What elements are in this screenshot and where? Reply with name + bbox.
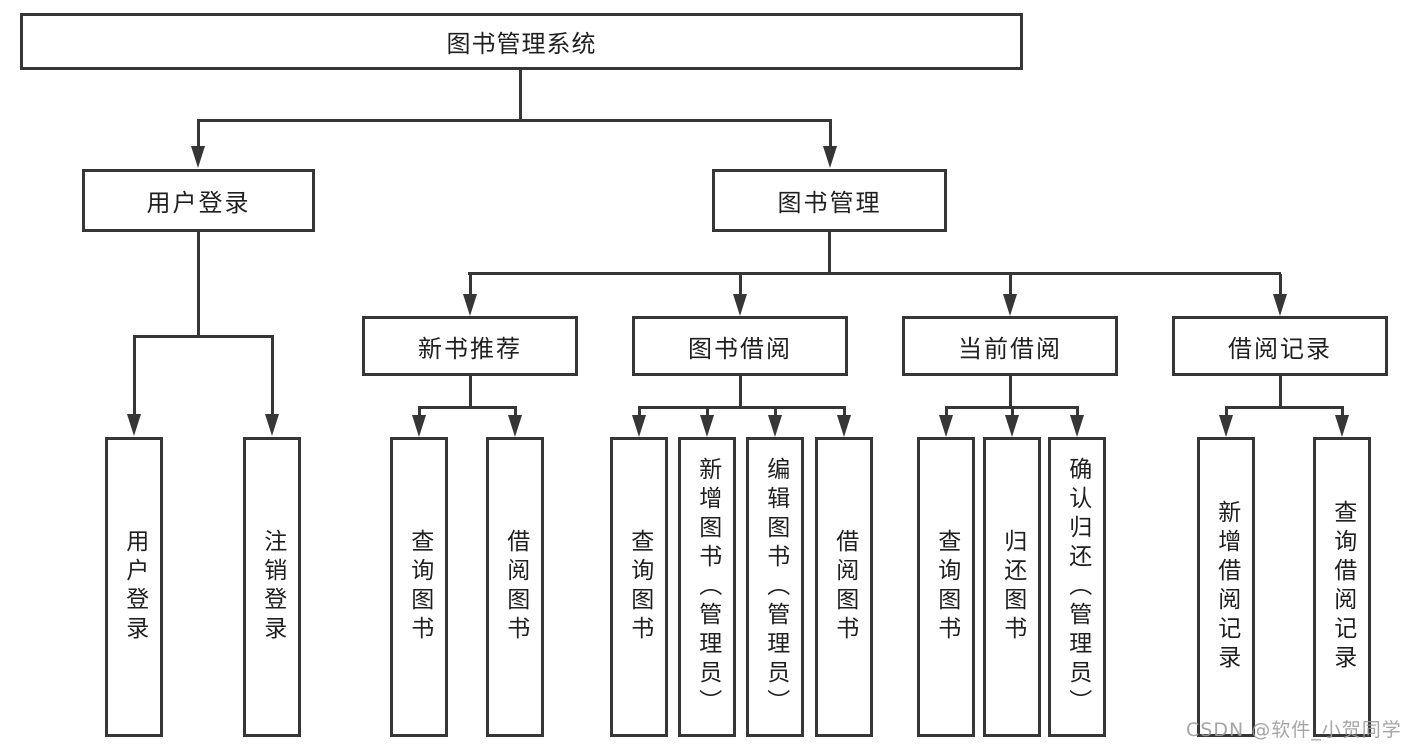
connector-drop-query-books [945,408,948,417]
node-user-login: 用户登录 [82,169,315,232]
connector-drop-query-books [418,408,421,417]
connector-borrow-record-stem [1279,376,1282,408]
leaf-return-books: 归还图书 [983,437,1041,737]
arrow-down-icon [1273,294,1287,316]
connector-drop-query-record [1341,408,1344,417]
connector-drop-user-login [197,120,200,148]
connector-drop-borrow-books [514,408,517,417]
leaf-edit-books-admin: 编辑图书（管理员） [746,437,804,737]
arrow-down-icon [508,415,522,437]
arrow-down-icon [823,146,837,168]
csdn-watermark: CSDN @软件_小贺同学 [1186,719,1402,741]
connector-book-management-stem [828,232,831,274]
leaf-query-borrow-record: 查询借阅记录 [1313,437,1371,737]
connector-borrow-record-crossbar [1225,406,1344,409]
arrow-down-icon [1070,415,1084,437]
leaf-query-books-borrow: 查询图书 [610,437,668,737]
arrow-down-icon [939,415,953,437]
leaf-borrow-books-recommend: 借阅图书 [486,437,544,737]
arrow-down-icon [1003,294,1017,316]
connector-drop-add-books [706,408,709,417]
arrow-down-icon [191,146,205,168]
connector-new-book-crossbar [418,406,517,409]
node-new-book-recommend: 新书推荐 [362,316,578,376]
arrow-down-icon [733,294,747,316]
arrow-down-icon [632,415,646,437]
arrow-down-icon [1335,415,1349,437]
leaf-query-books-recommend: 查询图书 [390,437,448,737]
connector-drop-book-borrow [739,274,742,296]
leaf-add-borrow-record: 新增借阅记录 [1197,437,1255,737]
connector-root-stem [519,69,522,121]
connector-drop-borrow-books [843,408,846,417]
connector-user-login-crossbar [133,335,274,338]
arrow-down-icon [412,415,426,437]
leaf-logout: 注销登录 [243,437,301,737]
connector-drop-leaf-logout [271,337,274,414]
connector-drop-book-management [829,120,832,148]
arrow-down-icon [265,414,279,436]
leaf-add-books-admin: 新增图书（管理员） [678,437,736,737]
connector-drop-borrow-record [1279,274,1282,296]
connector-drop-add-record [1225,408,1228,417]
arrow-down-icon [1219,415,1233,437]
connector-book-borrow-stem [739,376,742,408]
connector-drop-leaf-user-login [133,337,136,414]
arrow-down-icon [768,415,782,437]
connector-current-borrow-stem [1009,376,1012,408]
arrow-down-icon [127,414,141,436]
node-current-borrow: 当前借阅 [902,316,1118,376]
arrow-down-icon [837,415,851,437]
connector-drop-query-books [638,408,641,417]
arrow-down-icon [700,415,714,437]
connector-book-borrow-crossbar [638,406,846,409]
connector-root-crossbar [197,119,832,122]
arrow-down-icon [1005,415,1019,437]
connector-book-management-crossbar [468,272,1281,275]
node-book-borrow: 图书借阅 [632,316,848,376]
connector-drop-edit-books [774,408,777,417]
connector-drop-confirm-return [1076,408,1079,417]
arrow-down-icon [463,294,477,316]
node-borrow-record: 借阅记录 [1172,316,1388,376]
node-root-system: 图书管理系统 [20,13,1023,70]
leaf-borrow-books: 借阅图书 [815,437,873,737]
connector-current-borrow-crossbar [945,406,1079,409]
connector-drop-current-borrow [1009,274,1012,296]
connector-drop-new-book-recommend [469,274,472,296]
connector-new-book-stem [469,376,472,408]
leaf-confirm-return-admin: 确认归还（管理员） [1048,437,1106,737]
leaf-query-books-current: 查询图书 [917,437,975,737]
connector-user-login-stem [197,232,200,337]
leaf-user-login: 用户登录 [105,437,163,737]
connector-drop-return-books [1011,408,1014,417]
node-book-management: 图书管理 [712,169,947,232]
